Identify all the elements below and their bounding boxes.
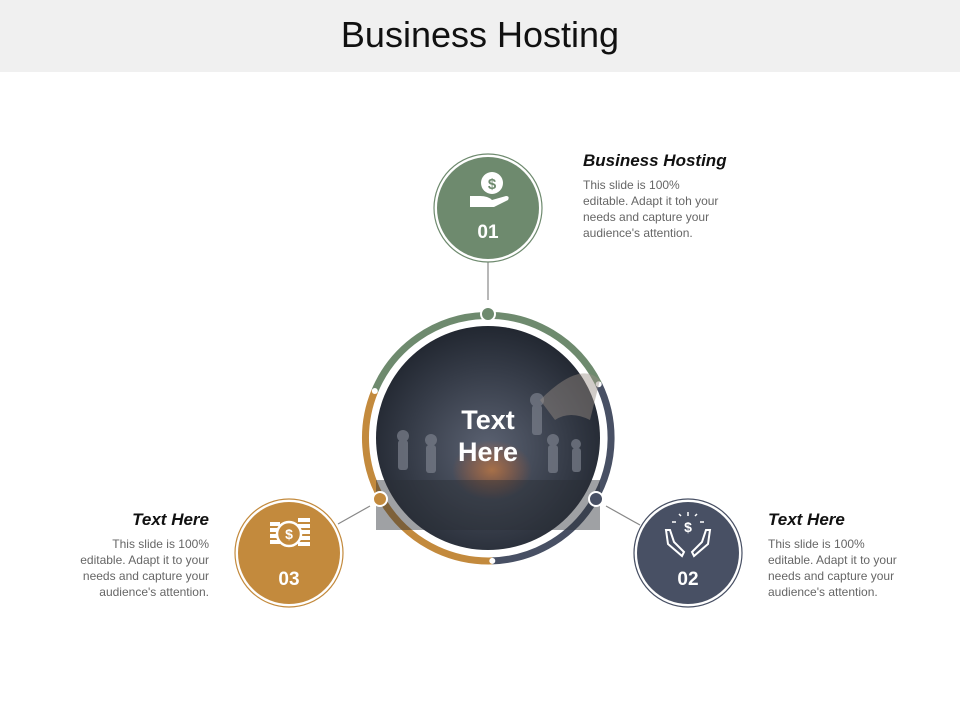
text-block-03-body: This slide is 100% editable. Adapt it to… [40, 536, 209, 600]
svg-text:$: $ [684, 519, 692, 535]
body-line: needs and capture your [82, 569, 209, 583]
node-02: $ [633, 498, 743, 608]
connector-02 [605, 505, 641, 526]
text-block-01-body: This slide is 100% editable. Adapt it to… [583, 177, 763, 241]
text-block-01-heading: Business Hosting [583, 151, 727, 170]
center-label-line1: Text [461, 405, 515, 435]
text-block-02-body: This slide is 100% editable. Adapt it to… [768, 536, 938, 600]
ring-dot-02 [588, 491, 604, 507]
ring-arc-03 [362, 389, 493, 565]
node-03-number: 03 [278, 569, 300, 590]
text-block-01: Business Hosting This slide is 100% edit… [583, 151, 763, 241]
svg-text:$: $ [488, 176, 497, 193]
body-line: needs and capture your [583, 210, 710, 224]
node-01-number: 01 [477, 222, 499, 243]
connector-03 [337, 505, 371, 525]
body-line: editable. Adapt it to your [768, 553, 897, 567]
hands-dollar-icon: $ [664, 512, 712, 558]
center-photo [376, 326, 600, 550]
hand-dollar-icon: $ [470, 172, 509, 207]
body-line: This slide is 100% [768, 537, 865, 551]
text-block-03-heading: Text Here [132, 510, 209, 529]
center-label-line2: Here [457, 437, 519, 467]
body-line: audience's attention. [583, 226, 693, 240]
page-title: Business Hosting [340, 14, 620, 55]
coins-dollar-icon: $ [270, 518, 310, 548]
text-block-02: Text Here This slide is 100% editable. A… [768, 510, 938, 600]
body-line: needs and capture your [768, 569, 895, 583]
node-02-number: 02 [677, 569, 699, 590]
body-line: editable. Adapt it to your [80, 553, 209, 567]
node-03: $ [234, 498, 344, 608]
svg-text:$: $ [285, 526, 293, 542]
node-01: $ [433, 153, 543, 263]
center-label: Text Here [428, 404, 548, 468]
body-line: editable. Adapt it toh your [583, 194, 719, 208]
ring-dot-01 [480, 306, 496, 322]
body-line: This slide is 100% [583, 178, 680, 192]
chess-pieces-graphic [397, 393, 581, 473]
body-line: audience's attention. [99, 585, 209, 599]
body-line: audience's attention. [768, 585, 878, 599]
ring-dot-03 [372, 491, 388, 507]
text-block-02-heading: Text Here [768, 510, 845, 529]
text-block-03: Text Here This slide is 100% editable. A… [40, 510, 209, 600]
title-bar [0, 0, 960, 72]
body-line: This slide is 100% [112, 537, 209, 551]
